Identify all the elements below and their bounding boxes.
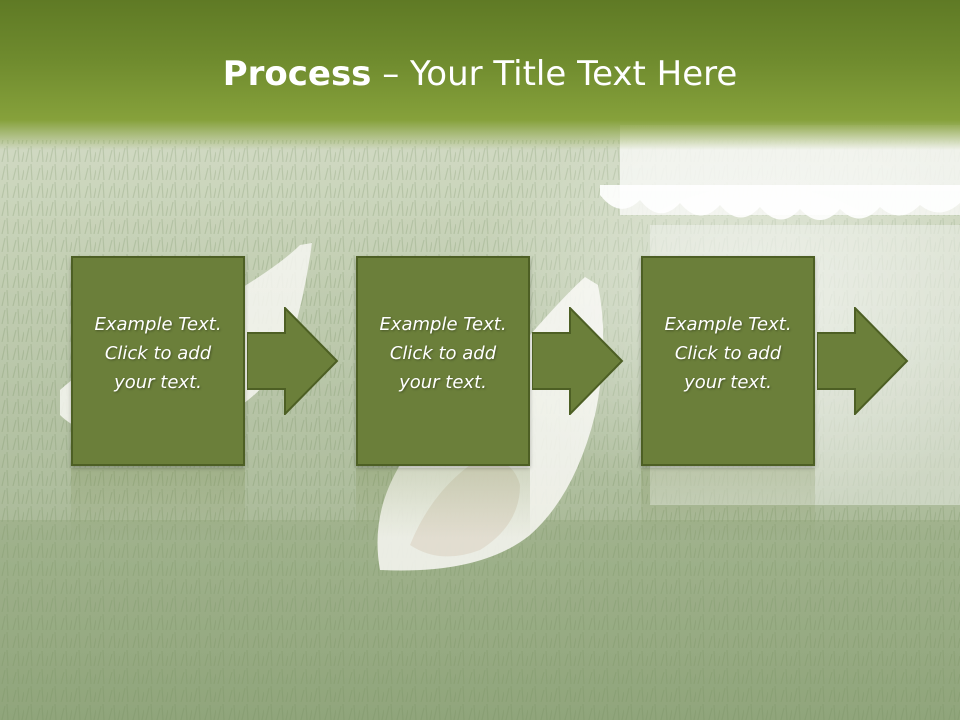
step-text[interactable]: Example Text. Click to add your text.: [94, 314, 222, 393]
right-arrow-icon: [817, 307, 909, 415]
step-text[interactable]: Example Text. Click to add your text.: [664, 314, 792, 393]
step-box[interactable]: [356, 256, 530, 466]
step-box[interactable]: [71, 256, 245, 466]
step-reflection: [356, 468, 530, 538]
right-arrow-icon: [247, 307, 339, 415]
process-step-3: Example Text. Click to add your text.: [641, 256, 815, 538]
slide-title[interactable]: Process – Your Title Text Here: [0, 52, 960, 96]
step-reflection: [71, 468, 245, 538]
step-text[interactable]: Example Text. Click to add your text.: [379, 314, 507, 393]
right-arrow-icon: [532, 307, 624, 415]
title-rest: – Your Title Text Here: [371, 54, 738, 94]
process-step-2: Example Text. Click to add your text.: [356, 256, 530, 538]
title-bold: Process: [222, 54, 372, 94]
title-bar: [0, 0, 960, 150]
process-step-1: Example Text. Click to add your text.: [71, 256, 245, 538]
step-box[interactable]: [641, 256, 815, 466]
step-reflection: [641, 468, 815, 538]
